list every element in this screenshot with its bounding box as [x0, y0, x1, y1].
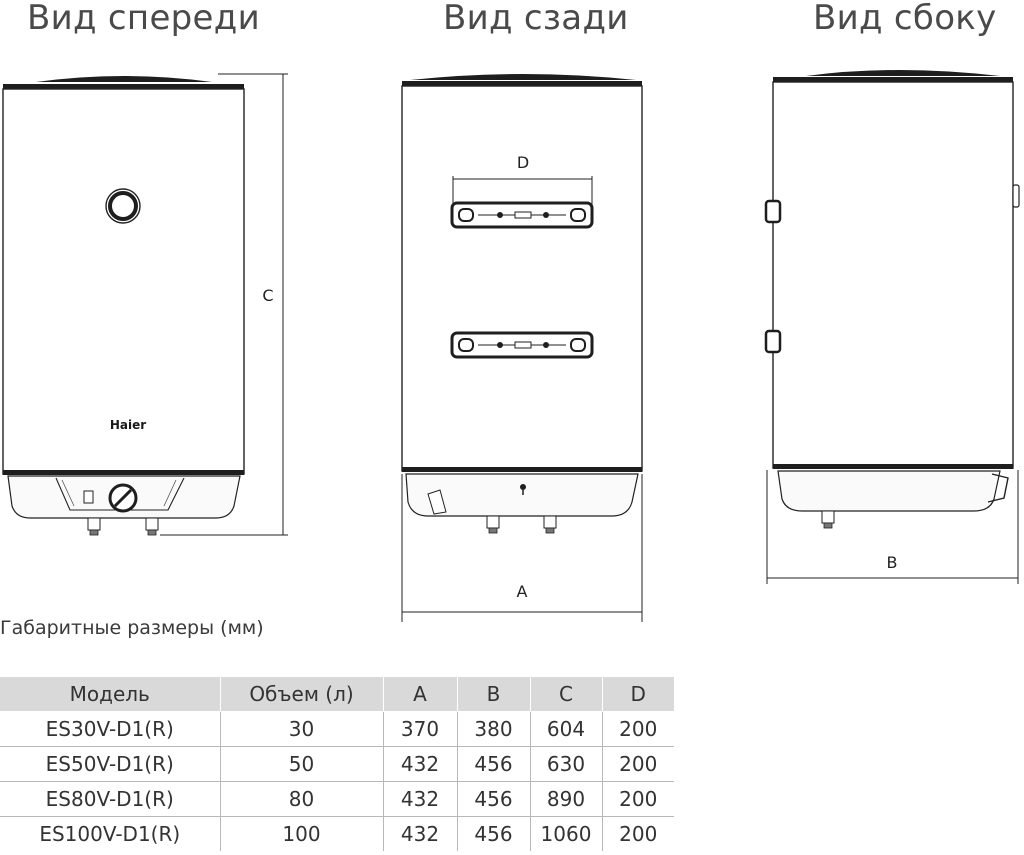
brand-logo: Haier: [110, 418, 146, 432]
table-row: ES50V-D1(R) 50 432 456 630 200: [0, 746, 674, 782]
cell-volume: 30: [220, 711, 384, 747]
dim-b-label: B: [887, 553, 898, 572]
cell-d: 200: [619, 822, 658, 846]
header-volume: Объем (л): [220, 677, 384, 712]
cell-c: 630: [530, 746, 603, 782]
cell-a: 370: [383, 711, 458, 747]
dimensions-table: Модель Объем (л) A B C D ES30V-D1(R) 30 …: [0, 677, 674, 851]
cell-volume: 50: [220, 746, 384, 782]
header-model: Модель: [0, 677, 221, 712]
cell-a: 432: [383, 816, 458, 851]
table-header-row: Модель Объем (л) A B C D: [0, 677, 674, 712]
dim-d-label: D: [517, 153, 529, 172]
cell-volume: 80: [220, 781, 384, 817]
upper-mounting-bracket: [450, 201, 594, 229]
front-view: Haier C: [2, 73, 288, 536]
lower-mounting-bracket: [450, 331, 594, 359]
cell-model: ES30V-D1(R): [0, 711, 221, 747]
table-row: ES100V-D1(R) 100 432 456 1060 200: [0, 816, 674, 851]
header-d: D: [602, 677, 674, 712]
cell-c: 890: [530, 781, 603, 817]
dim-c-label: C: [262, 286, 273, 305]
header-a: A: [383, 677, 458, 712]
header-b: B: [457, 677, 531, 712]
cell-d: 200: [602, 746, 674, 782]
cell-b: 380: [457, 711, 531, 747]
cell-a: 432: [383, 781, 458, 817]
cell-model: ES50V-D1(R): [0, 746, 221, 782]
cell-d: 200: [602, 711, 674, 747]
temperature-knob: [108, 483, 138, 513]
cell-d: 200: [602, 781, 674, 817]
dim-a-label: A: [517, 582, 528, 601]
cell-model: ES80V-D1(R): [0, 781, 221, 817]
dimension-drawing: Haier C D: [2, 70, 1020, 622]
front-view-title: Вид спереди: [27, 0, 260, 38]
cell-c: 1060: [530, 816, 603, 851]
cell-b: 456: [457, 816, 531, 851]
back-view-title: Вид сзади: [443, 0, 629, 38]
cell-model: ES100V-D1(R): [0, 816, 221, 851]
header-c: C: [530, 677, 603, 712]
cell-c: 604: [530, 711, 603, 747]
cell-a: 432: [383, 746, 458, 782]
thermometer-dial: [105, 188, 141, 224]
cell-b: 456: [457, 781, 531, 817]
cell-b: 456: [457, 746, 531, 782]
back-view: D A: [401, 74, 643, 622]
table-row: ES80V-D1(R) 80 432 456 890 200: [0, 781, 674, 817]
dimensions-caption: Габаритные размеры (мм): [0, 617, 264, 639]
cell-volume: 100: [220, 816, 384, 851]
side-view: B: [764, 70, 1020, 584]
side-view-title: Вид сбоку: [813, 0, 997, 38]
table-row: ES30V-D1(R) 30 370 380 604 200: [0, 711, 674, 747]
